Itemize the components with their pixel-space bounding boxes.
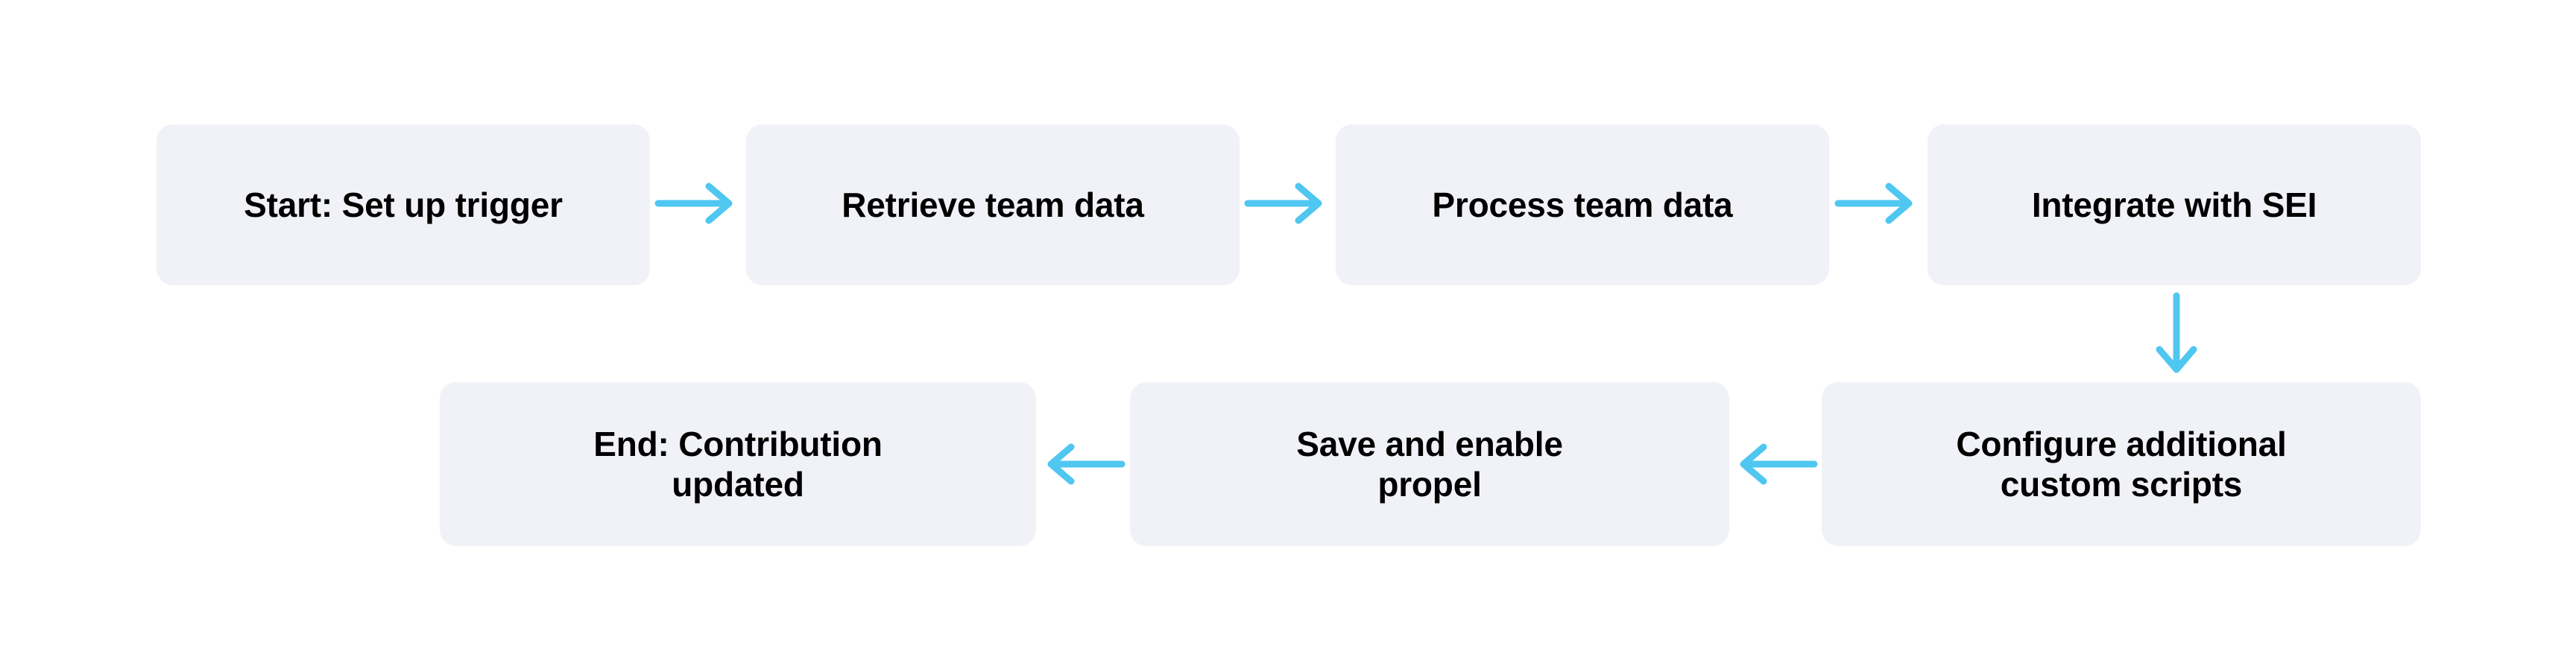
flow-node-start[interactable]: Start: Set up trigger xyxy=(157,124,650,285)
flow-node-integrate-with-sei-label: Integrate with SEI xyxy=(2031,185,2317,224)
flow-node-configure-custom-scripts-label: Configure additional custom scripts xyxy=(1956,424,2287,504)
flow-node-retrieve-team-data[interactable]: Retrieve team data xyxy=(746,124,1240,285)
arrow-left-icon xyxy=(1735,440,1818,488)
arrow-right-icon xyxy=(1834,180,1917,227)
arrow-down-icon xyxy=(2153,292,2200,376)
flow-node-end-contribution-updated[interactable]: End: Contribution updated xyxy=(440,382,1036,546)
flow-node-process-team-data[interactable]: Process team data xyxy=(1336,124,1829,285)
flow-node-retrieve-team-data-label: Retrieve team data xyxy=(842,185,1144,224)
arrow-right-icon xyxy=(1244,180,1327,227)
flow-node-process-team-data-label: Process team data xyxy=(1432,185,1733,224)
flow-node-start-label: Start: Set up trigger xyxy=(244,185,563,224)
flow-node-save-and-enable-propel-label: Save and enable propel xyxy=(1296,424,1563,504)
flow-node-integrate-with-sei[interactable]: Integrate with SEI xyxy=(1928,124,2421,285)
flow-node-configure-custom-scripts[interactable]: Configure additional custom scripts xyxy=(1822,382,2421,546)
arrow-left-icon xyxy=(1043,440,1126,488)
flow-node-save-and-enable-propel[interactable]: Save and enable propel xyxy=(1130,382,1729,546)
arrow-right-icon xyxy=(654,180,737,227)
flow-node-end-contribution-updated-label: End: Contribution updated xyxy=(593,424,883,504)
